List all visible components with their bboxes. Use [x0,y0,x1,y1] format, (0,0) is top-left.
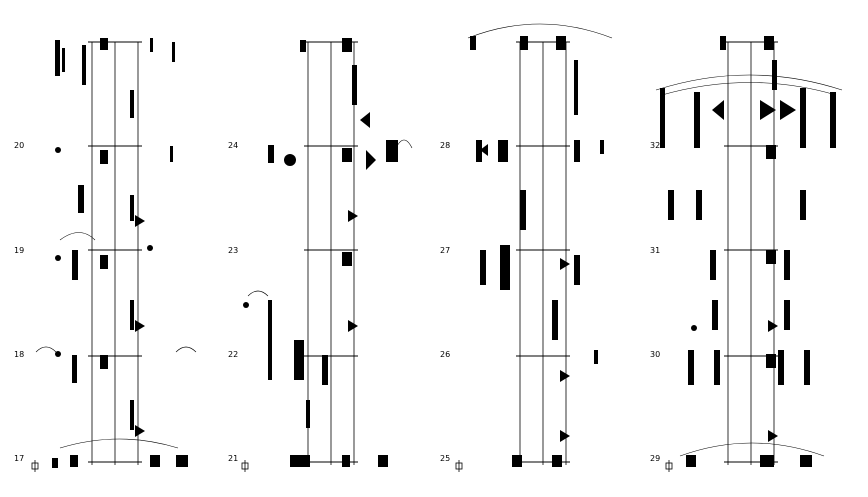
notation-marks [243,38,398,467]
score-column-2: 24 23 22 21 [228,38,413,472]
notation-marks [470,36,604,467]
segno-icon [455,460,463,472]
measure-number: 31 [650,246,660,255]
segno-icon [665,460,673,472]
measure-number: 27 [440,246,450,255]
staff-lines [307,42,355,465]
measure-number: 28 [440,141,450,150]
measure-number: 20 [14,141,24,150]
measure-number: 24 [228,141,238,150]
barlines [88,41,142,463]
barlines [304,41,358,463]
measure-number: 19 [14,246,24,255]
score-column-4: 32 31 30 29 [650,36,843,472]
notation-marks [52,38,188,468]
slurs [655,74,843,457]
measure-number: 32 [650,141,660,150]
slurs [467,23,613,39]
notation-marks [660,36,836,467]
score-column-3: 28 27 26 25 [440,23,613,472]
staff-lines [519,42,567,465]
measure-number: 17 [14,454,24,463]
measure-number: 29 [650,454,660,463]
measure-number: 30 [650,350,660,359]
score-column-1: 20 19 18 17 [14,38,197,472]
segno-icon [241,460,249,472]
measure-numbers: 24 23 22 21 [228,141,238,463]
staff-lines [91,42,139,465]
measure-numbers: 32 31 30 29 [650,141,660,463]
measure-numbers: 20 19 18 17 [14,141,24,463]
measure-number: 23 [228,246,238,255]
slurs [35,232,197,449]
measure-number: 26 [440,350,450,359]
segno-icon [31,460,39,472]
measure-number: 22 [228,350,238,359]
measure-number: 18 [14,350,24,359]
measure-number: 25 [440,454,450,463]
measure-numbers: 28 27 26 25 [440,141,450,463]
slurs [247,139,413,297]
measure-number: 21 [228,454,238,463]
